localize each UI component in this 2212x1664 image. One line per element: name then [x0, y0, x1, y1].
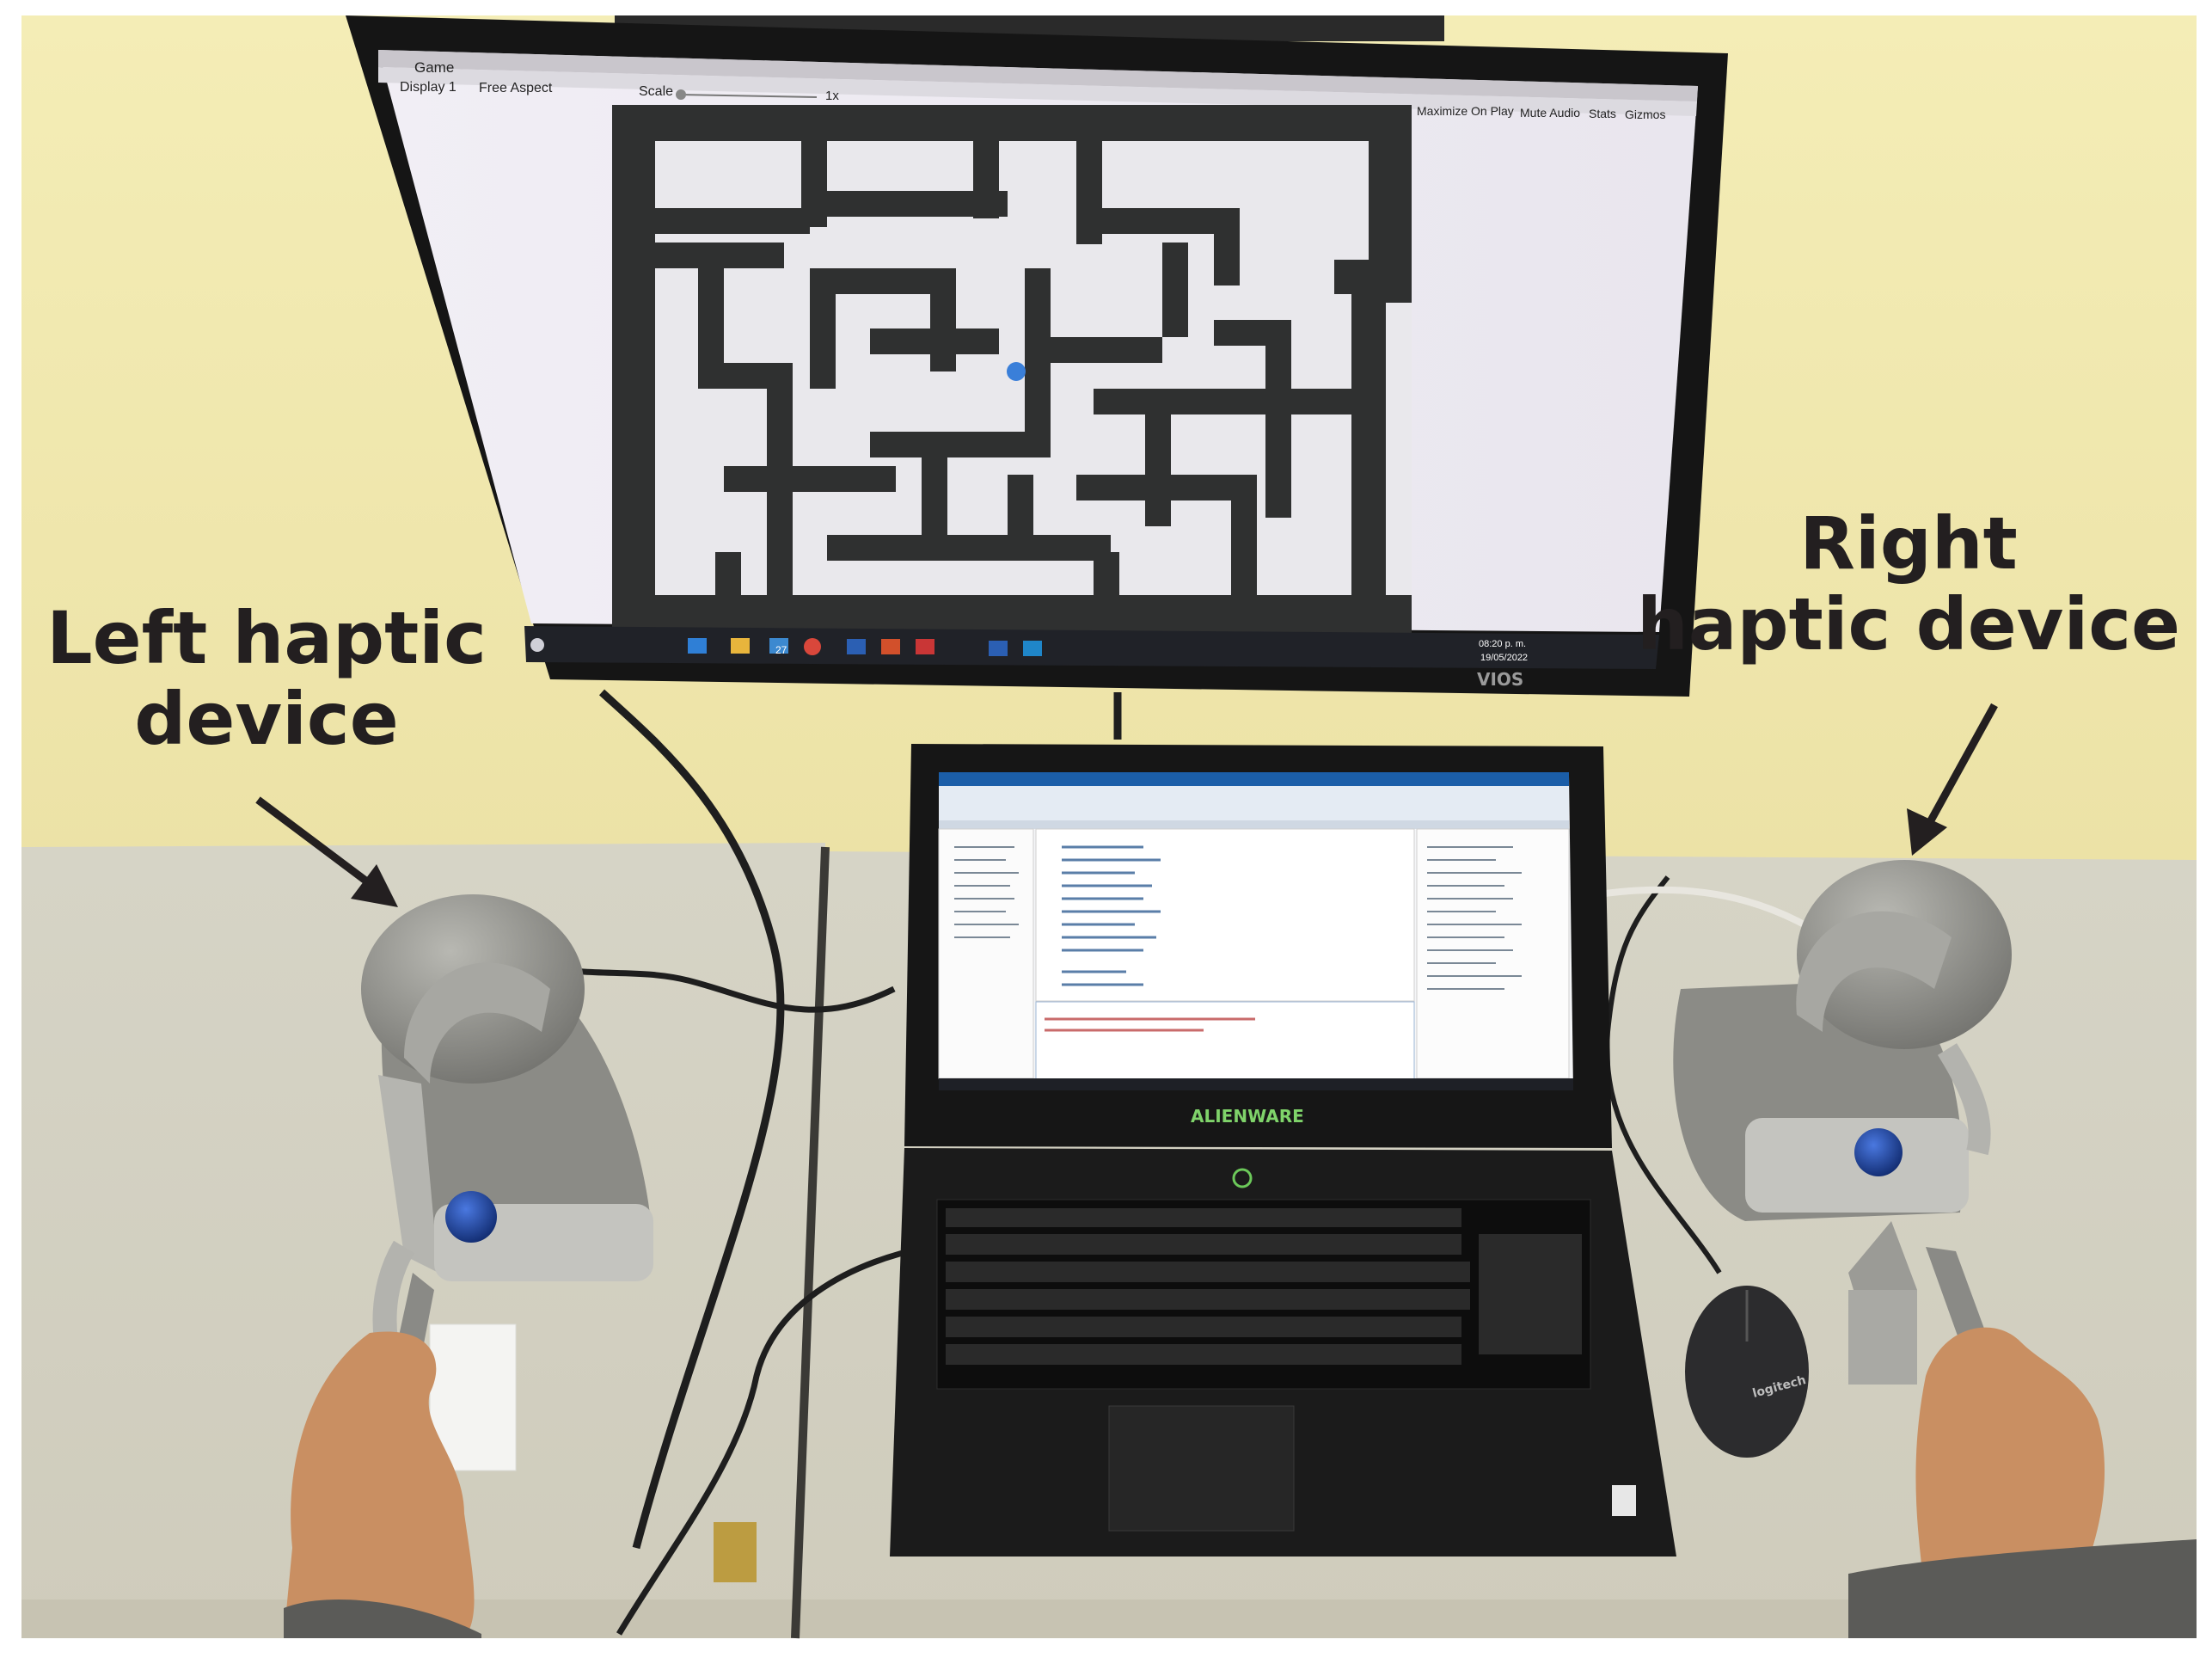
right-haptic-device-label: Right haptic device — [1616, 503, 2201, 665]
right-label-line-2: haptic device — [1636, 582, 2180, 667]
taskbar-badge: 27 — [775, 644, 787, 656]
maze — [612, 105, 1412, 638]
right-device-ball — [1854, 1128, 1903, 1176]
alien-logo — [1232, 1168, 1253, 1188]
maze-player-marker — [1007, 362, 1026, 381]
game-tab-title: Game — [414, 59, 454, 76]
monitor-brand-logo: VIOS — [1477, 669, 1523, 690]
stats-button[interactable]: Stats — [1589, 107, 1616, 120]
gizmos-button[interactable]: Gizmos — [1625, 107, 1665, 121]
taskbar-time: 08:20 p. m. — [1479, 639, 1526, 649]
laptop: ALIENWARE — [890, 744, 1676, 1557]
aspect-dropdown[interactable]: Free Aspect — [479, 81, 553, 95]
monitor-taskbar: 27 08:20 p. m. 19/05/2022 — [524, 626, 1659, 669]
laptop-brand-logo: ALIENWARE — [1191, 1106, 1304, 1127]
scale-label: Scale — [639, 84, 673, 99]
laptop-touchpad[interactable] — [1108, 1405, 1295, 1532]
left-haptic-device-label: Left haptic device — [26, 598, 507, 759]
left-label-arrow — [255, 796, 398, 907]
right-hand — [1915, 1327, 2105, 1600]
maximize-on-play-button[interactable]: Maximize On Play — [1417, 104, 1514, 118]
left-label-line-1: Left haptic — [46, 596, 487, 680]
scale-value: 1x — [825, 89, 839, 103]
unity-toolbar: Game Display 1 Free Aspect Scale 1x Maxi… — [400, 59, 1665, 121]
right-label-line-1: Right — [1799, 501, 2018, 586]
mute-audio-button[interactable]: Mute Audio — [1520, 106, 1580, 120]
left-hand — [284, 1331, 475, 1638]
display-dropdown[interactable]: Display 1 — [400, 80, 456, 95]
scale-slider-handle[interactable] — [676, 89, 686, 100]
left-device-ball — [445, 1191, 497, 1243]
mouse[interactable]: logitech — [1685, 1286, 1809, 1458]
taskbar-date: 19/05/2022 — [1480, 653, 1528, 663]
right-haptic-device — [1673, 860, 2197, 1638]
left-haptic-device — [284, 894, 653, 1638]
right-label-arrow — [1907, 703, 1998, 856]
left-label-line-2: device — [134, 677, 399, 762]
